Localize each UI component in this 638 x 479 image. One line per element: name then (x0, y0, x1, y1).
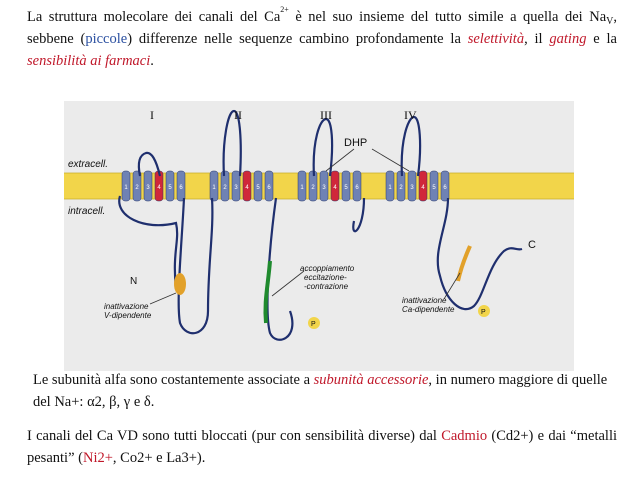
intracell-label: intracell. (68, 206, 105, 217)
dhp-label: DHP (344, 137, 367, 149)
svg-text:inattivazione: inattivazione (402, 296, 447, 305)
svg-text:inattivazione: inattivazione (104, 302, 149, 311)
sensibilita-word: sensibilità ai farmaci (27, 53, 150, 69)
selettivita-word: selettività (468, 31, 524, 47)
nickel-word: Ni2+ (83, 450, 113, 466)
svg-text:accoppiamento: accoppiamento (300, 264, 355, 273)
p-label-2: P (481, 309, 486, 316)
cadmio-word: Cadmio (441, 428, 487, 444)
accessorie-word: subunità accessorie (314, 372, 429, 388)
svg-text:III: III (320, 108, 332, 122)
blockers-paragraph: I canali del Ca VD sono tutti bloccati (… (27, 425, 617, 469)
extracell-label: extracell. (68, 159, 108, 170)
svg-text:eccitazione-: eccitazione- (304, 273, 347, 282)
svg-text:IV: IV (404, 108, 417, 122)
gating-word: gating (549, 31, 586, 47)
c-terminus-label: C (528, 239, 536, 251)
svg-text:I: I (150, 108, 154, 122)
svg-text:Ca-dipendente: Ca-dipendente (402, 305, 455, 314)
subunits-paragraph: Le subunità alfa sono costantemente asso… (33, 369, 623, 413)
svg-text:II: II (234, 108, 242, 122)
intro-paragraph: La struttura molecolare dei canali del C… (27, 6, 617, 72)
svg-text:-contrazione: -contrazione (304, 282, 349, 291)
n-terminus-label: N (130, 276, 137, 287)
p-label-1: P (311, 321, 316, 328)
piccole-word: piccole (85, 31, 127, 47)
v-inactivation-particle (174, 273, 186, 295)
diagram-background (64, 101, 574, 371)
svg-text:V-dipendente: V-dipendente (104, 311, 152, 320)
